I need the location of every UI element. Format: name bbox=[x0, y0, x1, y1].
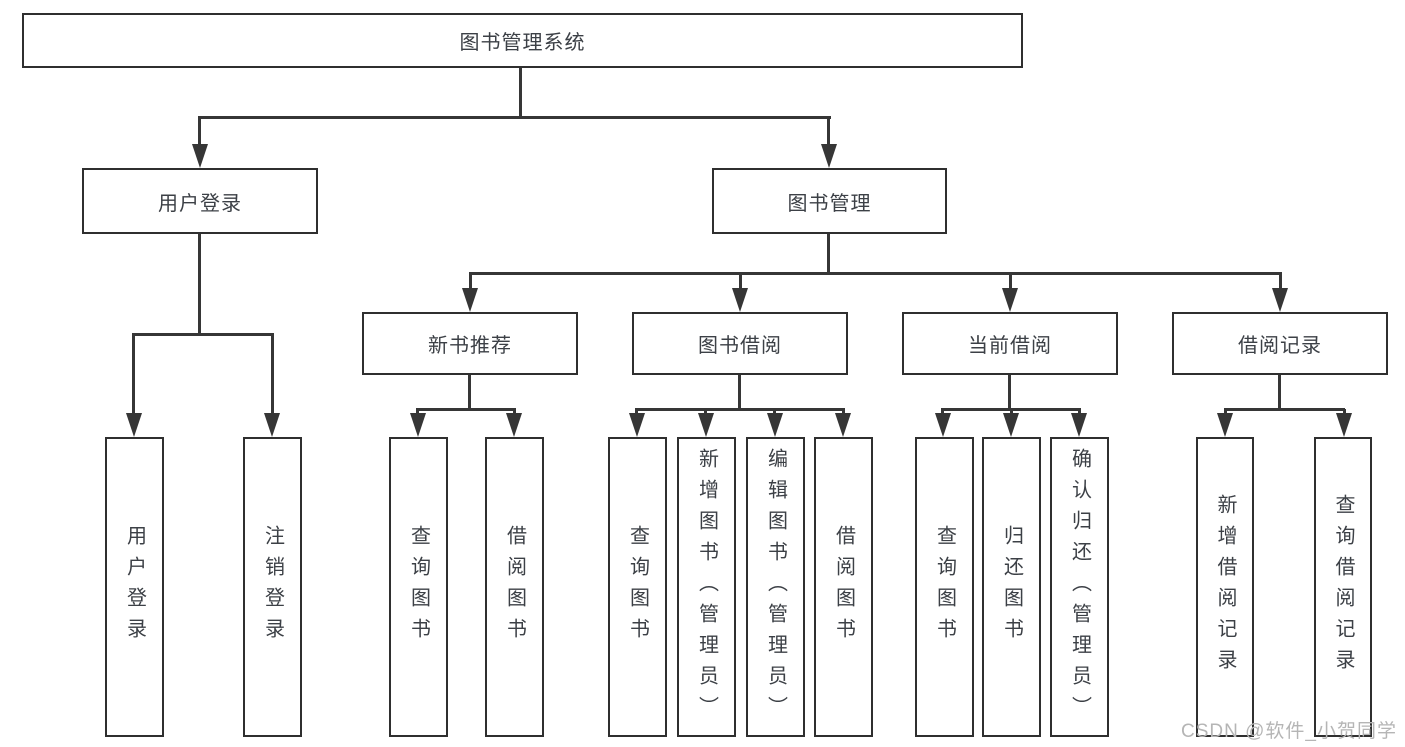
connector-root-stem bbox=[519, 68, 522, 118]
arrow-moduleA-leaf1 bbox=[410, 413, 426, 437]
leaf-add-borrow-record: 新增借阅记录 bbox=[1196, 437, 1254, 737]
arrow-moduleB-leaf3 bbox=[767, 413, 783, 437]
leaf-confirm-return-admin: 确认归还（管理员） bbox=[1050, 437, 1109, 737]
node-current-borrowing-label: 当前借阅 bbox=[968, 335, 1052, 357]
arrow-book-mgmt bbox=[821, 144, 837, 168]
node-book-borrowing-label: 图书借阅 bbox=[698, 335, 782, 357]
node-root: 图书管理系统 bbox=[22, 13, 1023, 68]
leaf-borrow-books-recommend: 借阅图书 bbox=[485, 437, 544, 737]
node-book-borrowing: 图书借阅 bbox=[632, 312, 848, 375]
connector-moduleD-branch bbox=[1224, 408, 1345, 411]
arrow-moduleC-leaf3 bbox=[1071, 413, 1087, 437]
arrow-current-borrow bbox=[1002, 288, 1018, 312]
arrow-user-login bbox=[192, 144, 208, 168]
connector-drop-logout-leaf bbox=[271, 334, 274, 416]
connector-drop-user-login bbox=[198, 117, 201, 147]
leaf-return-books: 归还图书 bbox=[982, 437, 1041, 737]
connector-modules-branch bbox=[469, 272, 1282, 275]
leaf-borrow-books-recommend-label: 借阅图书 bbox=[503, 525, 526, 649]
leaf-query-borrow-record-label: 查询借阅记录 bbox=[1332, 494, 1354, 680]
leaf-logout-label: 注销登录 bbox=[261, 525, 284, 649]
node-current-borrowing: 当前借阅 bbox=[902, 312, 1118, 375]
leaf-query-borrow-record: 查询借阅记录 bbox=[1314, 437, 1372, 737]
arrow-login-leaf bbox=[126, 413, 142, 437]
leaf-query-books-borrowing-label: 查询图书 bbox=[626, 525, 649, 649]
arrow-borrow-records bbox=[1272, 288, 1288, 312]
connector-moduleB-stem bbox=[738, 375, 741, 411]
leaf-edit-books-admin: 编辑图书（管理员） bbox=[746, 437, 805, 737]
node-root-label: 图书管理系统 bbox=[459, 32, 586, 54]
arrow-moduleB-leaf1 bbox=[629, 413, 645, 437]
connector-moduleA-branch bbox=[416, 408, 516, 411]
node-book-management-label: 图书管理 bbox=[787, 192, 872, 215]
leaf-query-books-current-label: 查询图书 bbox=[933, 525, 956, 649]
leaf-user-login: 用户登录 bbox=[105, 437, 164, 737]
leaf-query-books-current: 查询图书 bbox=[915, 437, 974, 737]
arrow-moduleB-leaf2 bbox=[698, 413, 714, 437]
connector-level2-branch bbox=[198, 116, 831, 119]
arrow-book-borrow bbox=[732, 288, 748, 312]
arrow-moduleC-leaf1 bbox=[935, 413, 951, 437]
node-user-login-label: 用户登录 bbox=[158, 192, 242, 215]
leaf-query-books-borrowing: 查询图书 bbox=[608, 437, 667, 737]
leaf-confirm-return-admin-label: 确认归还（管理员） bbox=[1068, 447, 1091, 727]
leaf-add-books-admin-label: 新增图书（管理员） bbox=[695, 447, 718, 727]
connector-user-login-stem bbox=[198, 234, 201, 335]
arrow-moduleB-leaf4 bbox=[835, 413, 851, 437]
arrow-moduleD-leaf2 bbox=[1336, 413, 1352, 437]
connector-book-mgmt-stem bbox=[827, 234, 830, 274]
arrow-moduleA-leaf2 bbox=[506, 413, 522, 437]
node-new-book-recommend-label: 新书推荐 bbox=[428, 335, 512, 357]
node-new-book-recommend: 新书推荐 bbox=[362, 312, 578, 375]
leaf-add-books-admin: 新增图书（管理员） bbox=[677, 437, 736, 737]
connector-moduleC-stem bbox=[1008, 375, 1011, 411]
connector-drop-book-mgmt bbox=[827, 117, 830, 147]
leaf-logout: 注销登录 bbox=[243, 437, 302, 737]
node-book-management: 图书管理 bbox=[712, 168, 947, 234]
connector-drop-current-borrow bbox=[1009, 273, 1012, 293]
arrow-moduleD-leaf1 bbox=[1217, 413, 1233, 437]
arrow-logout-leaf bbox=[264, 413, 280, 437]
node-user-login: 用户登录 bbox=[82, 168, 318, 234]
connector-drop-borrow-records bbox=[1279, 273, 1282, 293]
connector-drop-new-books bbox=[469, 273, 472, 293]
node-borrowing-records-label: 借阅记录 bbox=[1238, 335, 1322, 357]
leaf-add-borrow-record-label: 新增借阅记录 bbox=[1214, 494, 1236, 680]
connector-user-login-branch bbox=[132, 333, 274, 336]
leaf-borrow-books-label: 借阅图书 bbox=[832, 525, 855, 649]
csdn-watermark: CSDN @软件_小贺同学 bbox=[1181, 721, 1397, 742]
connector-moduleB-branch bbox=[635, 408, 845, 411]
connector-moduleA-stem bbox=[468, 375, 471, 411]
leaf-return-books-label: 归还图书 bbox=[1000, 525, 1023, 649]
node-borrowing-records: 借阅记录 bbox=[1172, 312, 1388, 375]
arrow-new-books bbox=[462, 288, 478, 312]
leaf-query-books-recommend: 查询图书 bbox=[389, 437, 448, 737]
leaf-user-login-label: 用户登录 bbox=[123, 525, 146, 649]
connector-drop-login-leaf bbox=[132, 334, 135, 416]
leaf-edit-books-admin-label: 编辑图书（管理员） bbox=[764, 447, 787, 727]
leaf-borrow-books: 借阅图书 bbox=[814, 437, 873, 737]
connector-drop-book-borrow bbox=[739, 273, 742, 293]
leaf-query-books-recommend-label: 查询图书 bbox=[407, 525, 430, 649]
connector-moduleD-stem bbox=[1278, 375, 1281, 411]
arrow-moduleC-leaf2 bbox=[1003, 413, 1019, 437]
